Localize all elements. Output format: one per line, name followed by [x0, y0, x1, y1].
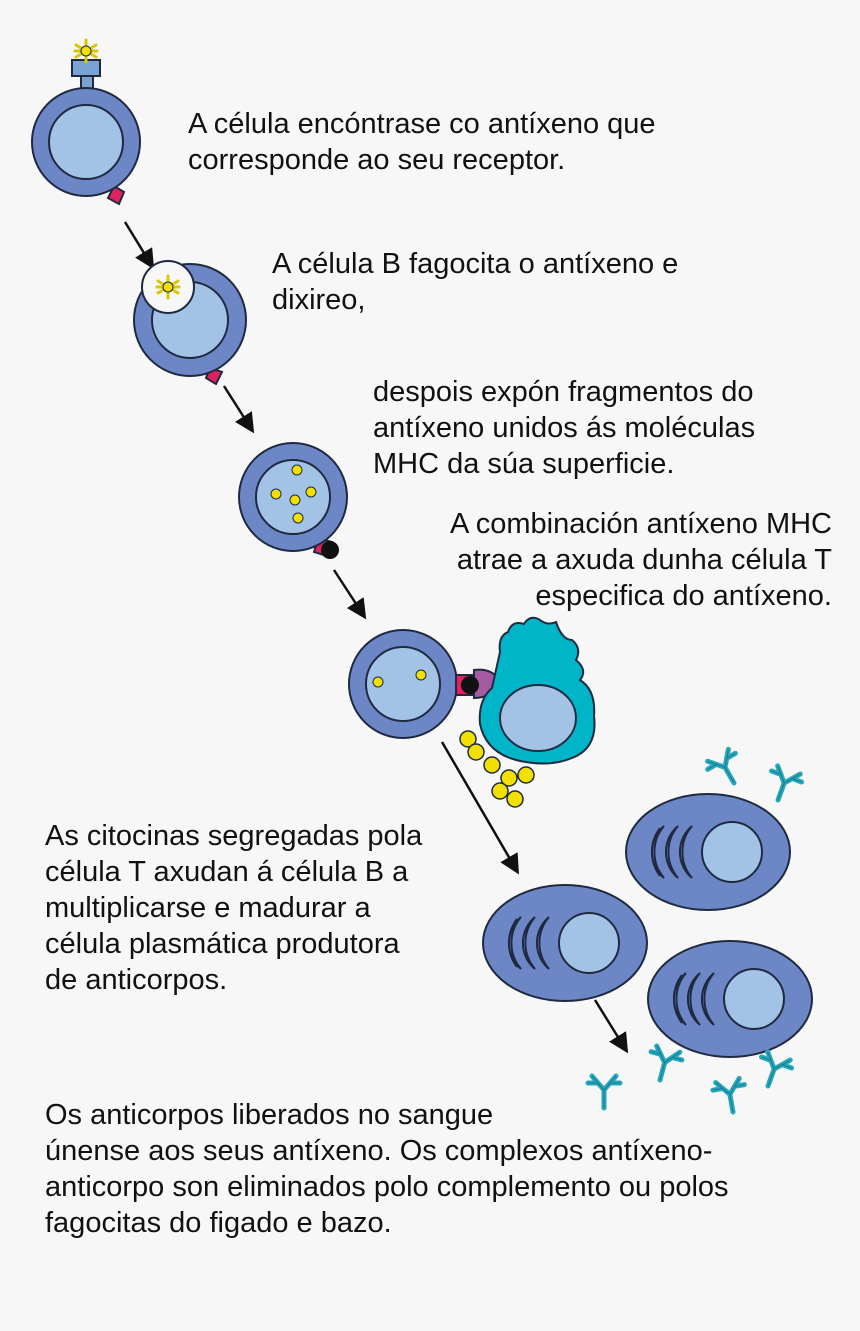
plasma-cell-icon: [647, 940, 813, 1058]
b-cell-icon: [348, 629, 473, 739]
arrow-icon: [222, 385, 255, 434]
step-1-caption: A célula encóntrase co antíxeno que corr…: [188, 106, 656, 178]
antibody-icon: [763, 764, 804, 805]
caption-line: A célula B fagocita o antíxeno e: [272, 248, 679, 280]
caption-line: Os anticorpos liberados no sangue: [45, 1099, 494, 1131]
step-2-caption: A célula B fagocita o antíxeno e dixireo…: [272, 246, 678, 318]
arrow-icon: [440, 741, 520, 875]
arrow-icon: [593, 999, 629, 1054]
caption-line: fagocitas do figado e bazo.: [45, 1207, 392, 1239]
step-5-caption: As citocinas segregadas pola célula T ax…: [45, 818, 422, 998]
b-cell-icon: [238, 442, 348, 559]
caption-line: únense aos seus antíxeno. Os complexos a…: [45, 1135, 713, 1167]
caption-line: de anticorpos.: [45, 964, 228, 996]
antibody-icon: [704, 747, 748, 791]
antigen-icon: [73, 38, 99, 64]
arrow-icon: [332, 569, 367, 620]
plasma-cell-icon: [625, 793, 791, 911]
t-cell-icon: [461, 616, 596, 765]
arrow-icon: [123, 221, 155, 270]
cytokine-icon: [459, 730, 535, 808]
caption-line: MHC da súa superficie.: [373, 448, 675, 480]
b-cell-icon: [31, 59, 141, 206]
step-4-caption: A combinación antíxeno MHC atrae a axuda…: [450, 506, 832, 614]
caption-line: célula plasmática produtora: [45, 928, 400, 960]
b-cell-icon: [133, 260, 247, 386]
caption-line: As citocinas segregadas pola: [45, 820, 423, 852]
caption-line: A combinación antíxeno MHC: [449, 508, 832, 540]
antigen-icon: [155, 274, 181, 300]
step-6-caption: Os anticorpos liberados no sangue únense…: [45, 1097, 729, 1241]
antibody-icon: [753, 1050, 794, 1091]
caption-line: corresponde ao seu receptor.: [188, 144, 566, 176]
caption-line: antíxeno unidos ás moléculas: [373, 412, 756, 444]
caption-line: multiplicarse e madurar a: [45, 892, 371, 924]
plasma-cell-icon: [482, 884, 648, 1002]
antibody-icon: [645, 1045, 684, 1084]
caption-line: célula T axudan á célula B a: [45, 856, 409, 888]
step-3-caption: despois expón fragmentos do antíxeno uni…: [373, 374, 755, 482]
caption-line: dixireo,: [272, 284, 366, 316]
caption-line: especifica do antíxeno.: [535, 580, 832, 612]
caption-line: atrae a axuda dunha célula T: [456, 544, 832, 576]
caption-line: despois expón fragmentos do: [373, 376, 754, 408]
caption-line: anticorpo son eliminados polo complement…: [45, 1171, 729, 1203]
caption-line: A célula encóntrase co antíxeno que: [188, 108, 656, 140]
